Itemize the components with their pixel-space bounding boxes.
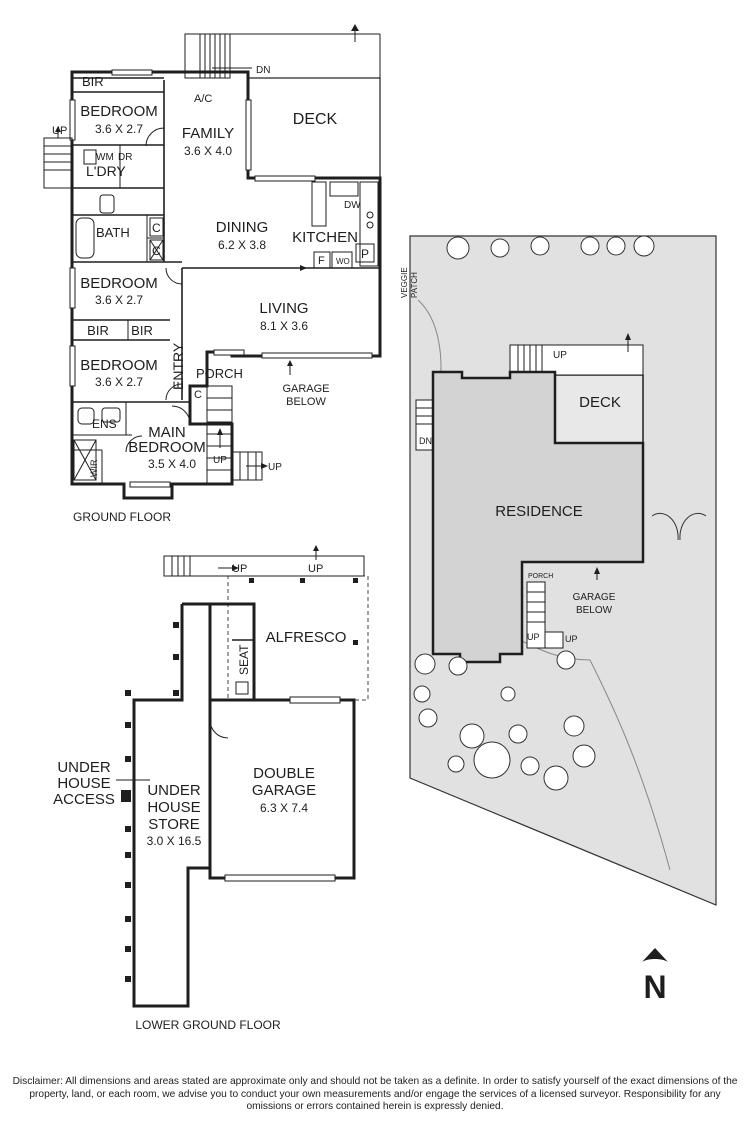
dishwasher-label: DW — [344, 200, 361, 211]
porch-label: PORCH — [196, 366, 243, 381]
main-bedroom-dimensions: 3.5 X 4.0 — [148, 457, 196, 471]
linen-cupboard-1-label: C — [152, 221, 161, 235]
seat-label: SEAT — [237, 644, 251, 675]
laundry-label: L'DRY — [86, 163, 126, 179]
site-deck-label: DECK — [579, 394, 621, 411]
store-posts — [116, 622, 179, 982]
double-garage-line2: GARAGE — [252, 782, 316, 799]
deck-down-label: DN — [256, 65, 270, 76]
double-garage-line1: DOUBLE — [253, 765, 315, 782]
site-gate — [651, 512, 707, 541]
alfresco-posts — [249, 578, 358, 645]
under-house-access-line3: ACCESS — [53, 791, 115, 808]
deck-label: DECK — [293, 111, 338, 128]
north-arrow: N — [642, 948, 668, 1005]
garage-below-line2: BELOW — [286, 396, 326, 408]
garage-below-line1: GARAGE — [282, 383, 329, 395]
site-plan: VEGGIE PATCH UP DECK DN RESIDENCE PORCH … — [400, 235, 717, 906]
fridge-label: F — [318, 255, 325, 267]
wir-label: WIR — [89, 459, 99, 477]
lower-ground-floor-plan: UP UP ALFRESCO SEAT UNDER HOUSE ACCESS U… — [53, 545, 369, 1032]
main-bedroom-line1: MAIN — [148, 424, 186, 441]
dr-label: DR — [118, 152, 132, 163]
north-label: N — [643, 969, 666, 1005]
windows — [69, 69, 373, 488]
porch-stairs-up-label: UP — [213, 455, 227, 466]
side-stairs-up-label: UP — [268, 462, 282, 473]
ensuite-label: ENS — [92, 417, 117, 431]
living-dimensions: 8.1 X 3.6 — [260, 319, 308, 333]
kitchen-label: KITCHEN — [292, 229, 358, 246]
site-porch-up-label-2: UP — [565, 634, 578, 644]
deck-area — [247, 77, 381, 179]
laundry-stairs — [43, 126, 73, 189]
entry-label: ENTRY — [170, 342, 186, 390]
wall-oven-label: WO — [336, 257, 350, 266]
bath-label: BATH — [96, 225, 130, 240]
family-dimensions: 3.6 X 4.0 — [184, 144, 232, 158]
site-stairs — [415, 333, 644, 649]
ground-floor-outline — [70, 70, 382, 500]
site-stairs-down-label: DN — [419, 436, 432, 446]
dining-dimensions: 6.2 X 3.8 — [218, 238, 266, 252]
residence-label: RESIDENCE — [495, 503, 583, 520]
living-label: LIVING — [259, 300, 308, 317]
veggie-patch-line2: PATCH — [410, 272, 419, 298]
lower-stairs-up-label: UP — [232, 563, 247, 575]
bir-top-label: BIR — [82, 74, 104, 89]
bir-left-label: BIR — [87, 323, 109, 338]
dining-label: DINING — [216, 219, 269, 236]
under-house-store-dimensions: 3.0 X 16.5 — [147, 834, 202, 848]
door-swings — [125, 127, 191, 453]
wm-label: WM — [96, 152, 114, 163]
linen-cupboard-2-label: C — [152, 244, 161, 258]
lower-ground-floor-caption: LOWER GROUND FLOOR — [135, 1018, 281, 1032]
main-bedroom-line2: BEDROOM — [128, 439, 206, 456]
deck-up-arrow — [351, 24, 359, 42]
bedroom-2-dimensions: 3.6 X 2.7 — [95, 293, 143, 307]
bedroom-1-dimensions: 3.6 X 2.7 — [95, 122, 143, 136]
bedroom-1-label: BEDROOM — [80, 103, 158, 120]
bedroom-3-label: BEDROOM — [80, 357, 158, 374]
ground-floor-caption: GROUND FLOOR — [73, 510, 171, 524]
disclaimer-text: Disclaimer: All dimensions and areas sta… — [12, 1076, 738, 1112]
bath-fixtures — [75, 149, 164, 261]
family-label: FAMILY — [182, 125, 234, 142]
bir-right-label: BIR — [131, 323, 153, 338]
under-house-store-line2: HOUSE — [147, 799, 200, 816]
veggie-patch-line1: VEGGIE — [400, 267, 409, 298]
site-porch-label: PORCH — [528, 573, 553, 580]
ac-label: A/C — [194, 93, 212, 105]
ensuite-fixtures — [73, 407, 121, 481]
lower-ground-outline — [132, 602, 356, 1008]
site-porch-up-label-1: UP — [527, 632, 540, 642]
porch-cupboard-label: C — [194, 389, 202, 401]
laundry-up-label: UP — [52, 125, 67, 137]
lower-alfresco-up-label: UP — [308, 563, 323, 575]
site-trees — [413, 235, 655, 791]
under-house-store-line1: UNDER — [147, 782, 201, 799]
double-garage-dimensions: 6.3 X 7.4 — [260, 801, 308, 815]
pantry-label: P — [361, 247, 369, 261]
ground-floor-plan: BIR BEDROOM 3.6 X 2.7 A/C FAMILY 3.6 X 4… — [43, 24, 382, 524]
bedroom-3-dimensions: 3.6 X 2.7 — [95, 375, 143, 389]
site-stairs-up-label: UP — [553, 350, 567, 361]
north-arrow-icon — [642, 948, 668, 962]
under-house-access-line2: HOUSE — [57, 775, 110, 792]
interior-walls — [72, 77, 380, 484]
site-garage-below-line2: BELOW — [576, 605, 613, 616]
kitchen-fixtures — [256, 181, 379, 271]
lower-stairs — [163, 545, 365, 577]
bedroom-2-label: BEDROOM — [80, 275, 158, 292]
site-garage-below-line1: GARAGE — [573, 592, 616, 603]
under-house-store-line3: STORE — [148, 816, 199, 833]
under-house-access-line1: UNDER — [57, 759, 111, 776]
porch-stairs — [206, 360, 293, 485]
alfresco-label: ALFRESCO — [266, 629, 347, 646]
